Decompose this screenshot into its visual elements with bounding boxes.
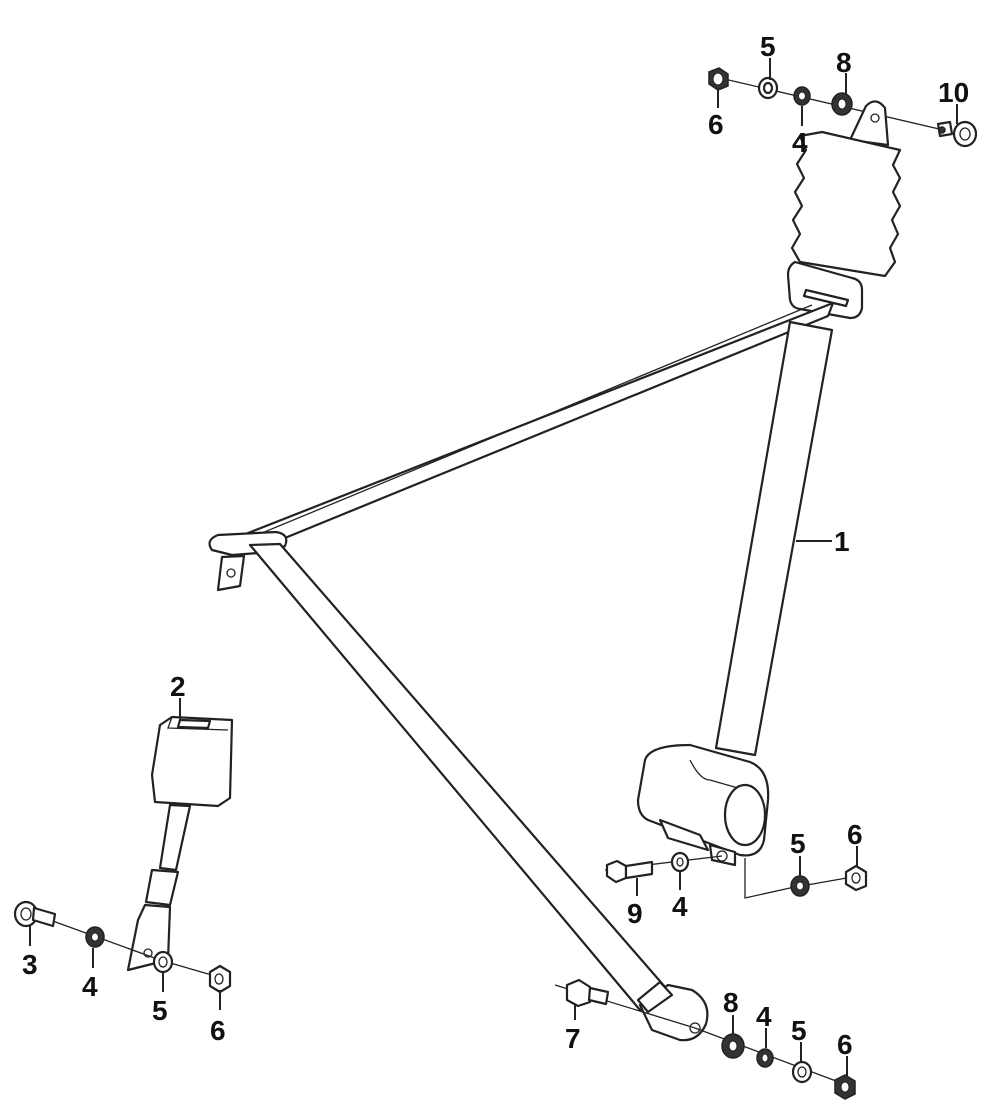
buckle-nut [208, 964, 232, 994]
leader-lines [29, 58, 958, 1076]
buckle-head [150, 715, 234, 808]
retractor-nut [844, 864, 868, 892]
upper-spring-washer [793, 86, 811, 106]
callout-ret-9: 9 [627, 898, 643, 929]
upper-anchor-hardware [708, 67, 978, 148]
upper-mount-tab [848, 100, 890, 147]
lower-bolt [565, 978, 610, 1008]
lower-nut [834, 1074, 856, 1100]
callout-labels: 5 8 10 6 4 1 2 6 5 9 4 3 4 5 6 7 8 4 5 6 [22, 31, 969, 1060]
callout-low-5: 5 [791, 1015, 807, 1046]
retractor-washer [670, 851, 690, 873]
upper-washer-flat [757, 76, 779, 100]
callout-top-8: 8 [836, 47, 852, 78]
buckle-sleeve [144, 868, 180, 907]
callout-top-10: 10 [938, 77, 969, 108]
buckle-bolt [13, 900, 57, 928]
upper-bolt [936, 120, 978, 148]
lap-strap [248, 542, 674, 1012]
shoulder-strap [236, 301, 835, 542]
callout-buckle-3: 3 [22, 949, 38, 980]
callout-top-4: 4 [792, 127, 808, 158]
callout-buckle-4: 4 [82, 971, 98, 1002]
upper-nut [708, 67, 729, 91]
callout-ret-4: 4 [672, 891, 688, 922]
buckle-assembly [13, 715, 234, 994]
callout-buckle-5: 5 [152, 995, 168, 1026]
buckle-strap [158, 803, 192, 872]
lower-spacer [721, 1033, 745, 1059]
callout-low-7: 7 [565, 1023, 581, 1054]
callout-low-8: 8 [723, 987, 739, 1018]
lower-anchor-hardware [554, 978, 856, 1100]
buckle-flat-washer [152, 950, 174, 974]
upper-spacer [831, 92, 853, 116]
buckle-spring-washer [85, 926, 105, 948]
callout-1: 1 [834, 526, 850, 557]
lower-flat-washer [791, 1060, 813, 1084]
callout-ret-5: 5 [790, 828, 806, 859]
callout-top-6: 6 [708, 109, 724, 140]
retractor-bolt [605, 859, 654, 884]
callout-low-6: 6 [837, 1029, 853, 1060]
belt-boot [790, 130, 902, 278]
callout-buckle-6: 6 [210, 1015, 226, 1046]
callout-ret-6: 6 [847, 819, 863, 850]
callout-low-4: 4 [756, 1001, 772, 1032]
callout-2: 2 [170, 671, 186, 702]
belt-assembly [208, 100, 902, 1042]
retractor-spring-washer [790, 875, 810, 897]
callout-top-5: 5 [760, 31, 776, 62]
lower-spring-washer [756, 1048, 774, 1068]
retractor-strap [714, 320, 834, 757]
